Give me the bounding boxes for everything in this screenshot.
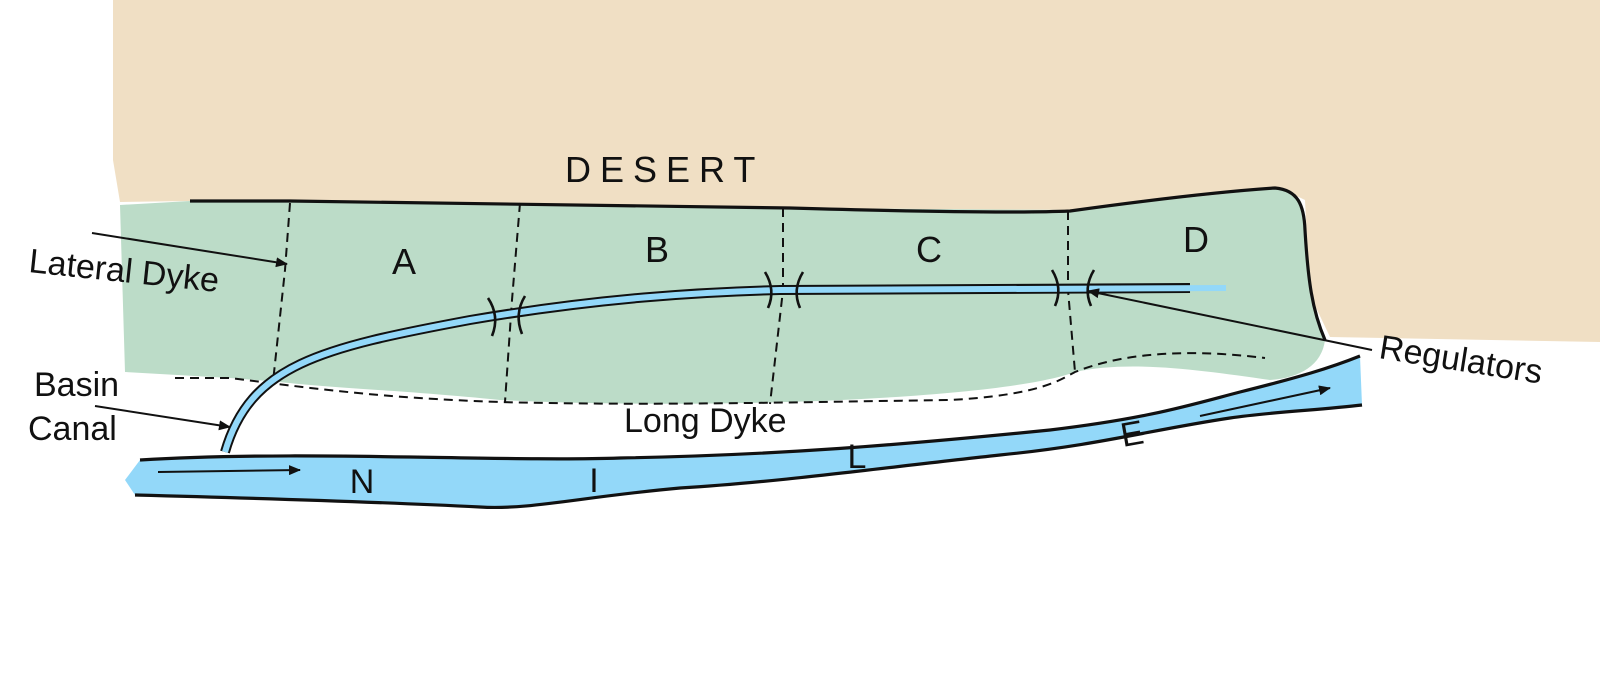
regulator-icon <box>1050 269 1096 307</box>
long-dyke-label: Long Dyke <box>624 402 787 440</box>
river-letter-l: L <box>848 438 867 476</box>
regulator-icon <box>763 271 805 309</box>
pointer-arrow-icon <box>1087 288 1373 351</box>
flow-arrow-icon <box>1199 385 1331 417</box>
nile-river <box>125 356 1362 508</box>
nile-south-bank <box>134 403 1363 509</box>
desert-label: DESERT <box>565 149 764 190</box>
basin-canal <box>222 285 1227 453</box>
pointer-arrow-icon <box>94 405 231 431</box>
basin-canal-label-line2: Canal <box>28 410 117 448</box>
regulator-icon <box>486 295 527 337</box>
river-letter-n: N <box>350 463 375 501</box>
lateral-dyke-line-2 <box>504 202 521 403</box>
desert-area <box>113 0 1600 342</box>
desert-edge-line <box>190 186 1327 341</box>
basin-label-d: D <box>1183 219 1209 260</box>
basin-label-b: B <box>645 229 669 270</box>
basin-label-a: A <box>392 241 416 282</box>
basin-canal-label-line1: Basin <box>34 366 119 404</box>
long-dyke-line <box>175 352 1266 405</box>
basin-label-c: C <box>916 229 942 270</box>
nile-north-bank <box>139 354 1361 462</box>
flow-arrow-icon <box>157 465 301 476</box>
lateral-dyke-line-1 <box>272 202 291 383</box>
river-letter-i: I <box>589 462 598 500</box>
pointer-arrow-icon <box>91 232 288 268</box>
